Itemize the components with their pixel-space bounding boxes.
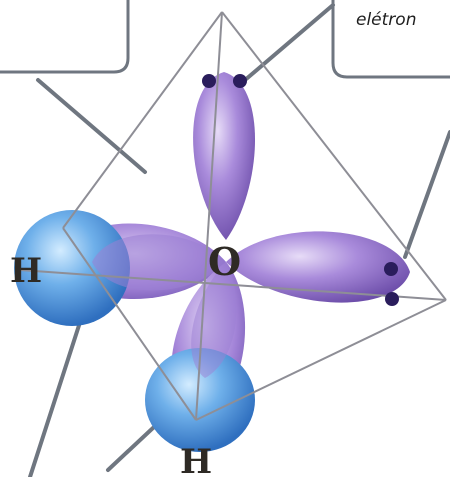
- lone-pair-lobe-top: [193, 72, 256, 240]
- edge: [221, 11, 447, 301]
- edge: [195, 11, 223, 421]
- edge: [62, 227, 197, 421]
- electron-dot-top-1: [202, 74, 216, 88]
- electron-pairs: [202, 74, 399, 306]
- callout-text-electron: elétron: [356, 10, 416, 30]
- orbitals: [14, 72, 410, 452]
- hydrogen-sphere-left: [14, 210, 130, 326]
- leader-line-top-right: [243, 3, 335, 82]
- leader-line-right: [403, 130, 450, 259]
- atom-label-hydrogen-bottom: H: [180, 442, 212, 477]
- atom-label-oxygen: O: [208, 239, 241, 284]
- hydrogen-sphere-bottom: [145, 348, 255, 452]
- edge: [195, 299, 447, 421]
- edge: [62, 11, 223, 229]
- lone-pair-lobe-right: [226, 231, 410, 303]
- electron-dot-top-2: [233, 74, 247, 88]
- bond-overlap-bottom: [191, 262, 237, 378]
- edge: [19, 269, 447, 301]
- electron-dot-right-2: [385, 292, 399, 306]
- tetrahedron-edges: [19, 11, 447, 421]
- callout-box-top-left: [0, 0, 130, 74]
- atom-label-hydrogen-left: H: [10, 251, 42, 291]
- leader-line-top-left: [36, 78, 147, 174]
- electron-dot-right-1: [384, 262, 398, 276]
- callout-box-top-right: [331, 0, 450, 79]
